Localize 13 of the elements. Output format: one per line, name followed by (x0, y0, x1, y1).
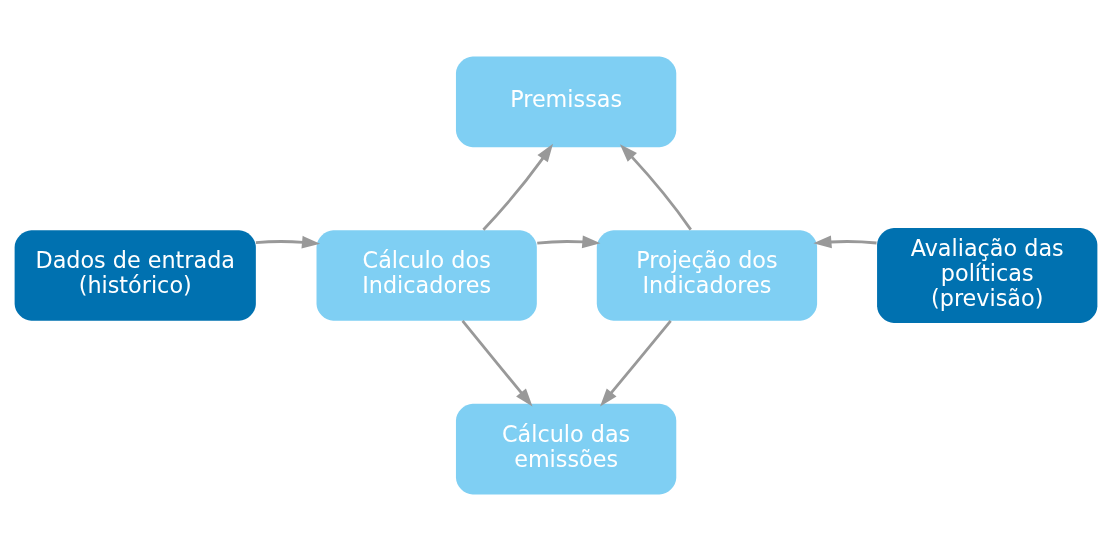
node-box: Projeção dos Indicadores (596, 230, 818, 321)
node-box: Cálculo dos Indicadores (316, 230, 537, 321)
node-box: Premissas (455, 56, 677, 148)
arrow (600, 320, 672, 407)
arrow (461, 320, 533, 407)
arrow (537, 235, 601, 249)
arrow (813, 235, 877, 249)
arrow (482, 143, 554, 231)
node-box: Dados de entrada (histórico) (14, 230, 256, 321)
arrow (619, 144, 692, 231)
arrow (255, 235, 321, 249)
node-box: Cálculo das emissões (455, 403, 677, 495)
node-box: Avaliação das políticas (previsão) (877, 228, 1098, 323)
